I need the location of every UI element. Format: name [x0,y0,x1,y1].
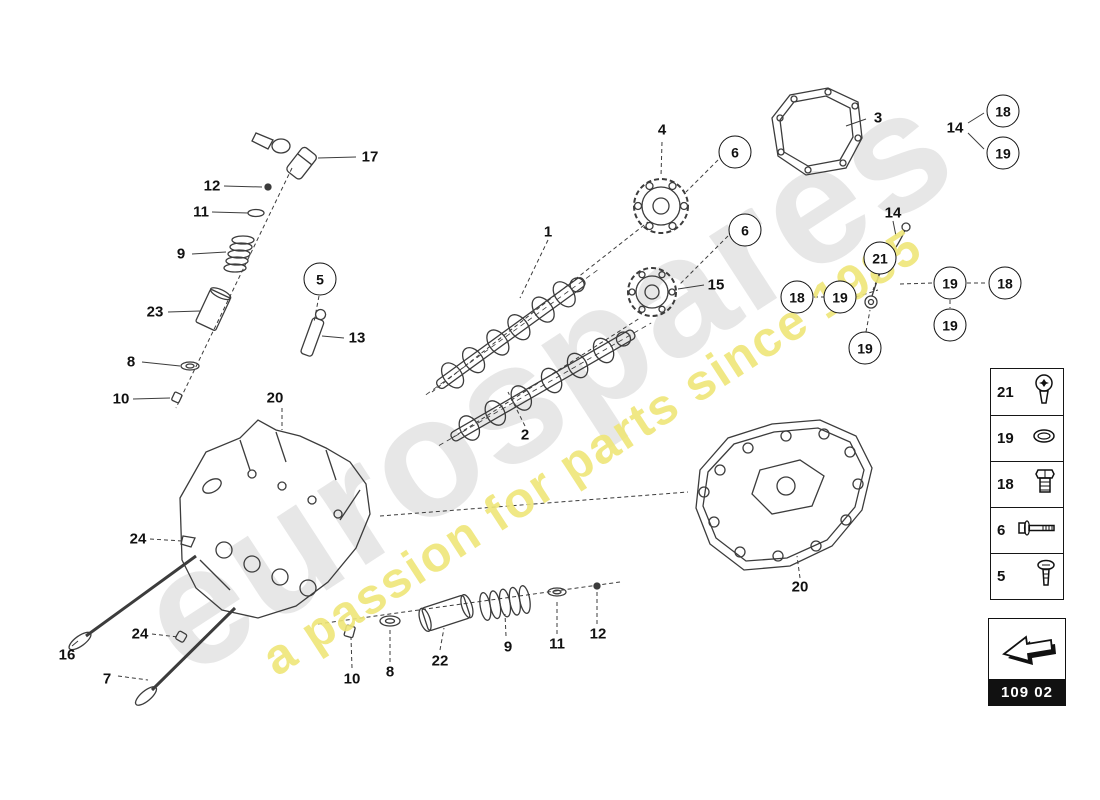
callout-2[interactable]: 2 [520,426,530,444]
pan-screw-icon [1035,559,1057,594]
sealing-plug-icon [1033,467,1057,502]
legend-item-number: 19 [997,430,1014,447]
diagram-code-box: 109 02 [988,618,1066,706]
legend-item-number: 21 [997,383,1014,401]
callout-11-bottom[interactable]: 11 [549,635,565,653]
callout-19-circled-c[interactable]: 19 [933,308,967,342]
callout-1[interactable]: 1 [543,223,553,241]
legend-item-6[interactable]: 6 [991,507,1063,553]
callout-12[interactable]: 12 [203,177,221,195]
legend-item-number: 5 [997,568,1006,585]
callout-23[interactable]: 23 [146,303,164,321]
callout-4[interactable]: 4 [657,121,667,139]
bolt-icon [1017,517,1057,544]
callout-16[interactable]: 16 [58,646,76,664]
callout-14-mid[interactable]: 14 [884,204,902,222]
callout-22[interactable]: 22 [431,652,449,670]
callout-18-circled-b[interactable]: 18 [988,266,1022,300]
solid-leader-lines [71,112,985,647]
camshaft-2-drawing [438,322,652,446]
o-ring-icon [1031,426,1057,451]
direction-arrow-icon [989,619,1065,679]
callout-20-cover[interactable]: 20 [791,578,809,596]
callout-19-circled-b[interactable]: 19 [933,266,967,300]
cylinder-head-cover-drawing [695,419,873,571]
cylinder-head-drawing [179,419,371,619]
hardware-legend-panel: 21 19 18 [990,368,1064,600]
callout-11[interactable]: 11 [193,203,209,221]
legend-item-19[interactable]: 19 [991,415,1063,461]
callout-24-upper[interactable]: 24 [129,530,147,548]
callout-17[interactable]: 17 [361,148,379,166]
callout-18-circled-a[interactable]: 18 [780,280,814,314]
valve-cotter-parts-drawing [175,535,196,643]
callout-24-lower[interactable]: 24 [131,625,149,643]
torx-screw-icon [1031,373,1057,411]
callout-10-bottom[interactable]: 10 [343,670,361,688]
dashed-alignment-lines [117,141,988,681]
camshaft-1-drawing [425,268,601,396]
callout-18-circled-top[interactable]: 18 [986,94,1020,128]
legend-item-number: 18 [997,476,1014,493]
callout-8[interactable]: 8 [126,353,136,371]
callout-15[interactable]: 15 [707,276,725,294]
timing-cover-3-drawing [771,87,863,176]
rocker-part-drawing [251,132,317,180]
bottom-valve-train-row-drawing [343,582,601,639]
lifter-13-drawing [300,308,327,357]
legend-item-number: 6 [997,522,1006,539]
callout-7[interactable]: 7 [102,670,112,688]
callout-9[interactable]: 9 [176,245,186,263]
legend-item-21[interactable]: 21 [991,369,1063,415]
callout-8-bottom[interactable]: 8 [385,663,395,681]
callout-19-circled-d[interactable]: 19 [848,331,882,365]
callout-5-circled[interactable]: 5 [303,262,337,296]
callout-13[interactable]: 13 [348,329,366,347]
legend-item-18[interactable]: 18 [991,461,1063,507]
callout-3[interactable]: 3 [873,109,883,127]
callout-19-circled-top[interactable]: 19 [986,136,1020,170]
callout-14-top[interactable]: 14 [946,119,964,137]
camshaft-adjuster-4-drawing [633,178,689,234]
legend-item-5[interactable]: 5 [991,553,1063,599]
diagram-code: 109 02 [989,679,1065,705]
valve-16-drawing [68,554,197,651]
valve-small-parts-column-drawing [171,183,272,404]
callout-19-circled-a[interactable]: 19 [823,280,857,314]
callout-6-circled-b[interactable]: 6 [728,213,762,247]
callout-20-head[interactable]: 20 [266,389,284,407]
callout-12-bottom[interactable]: 12 [589,625,607,643]
callout-10[interactable]: 10 [112,390,130,408]
callout-21-circled[interactable]: 21 [863,241,897,275]
valve-7-drawing [134,606,237,706]
callout-9-bottom[interactable]: 9 [503,638,513,656]
camshaft-adjuster-15-drawing [627,267,677,317]
callout-6-circled-a[interactable]: 6 [718,135,752,169]
